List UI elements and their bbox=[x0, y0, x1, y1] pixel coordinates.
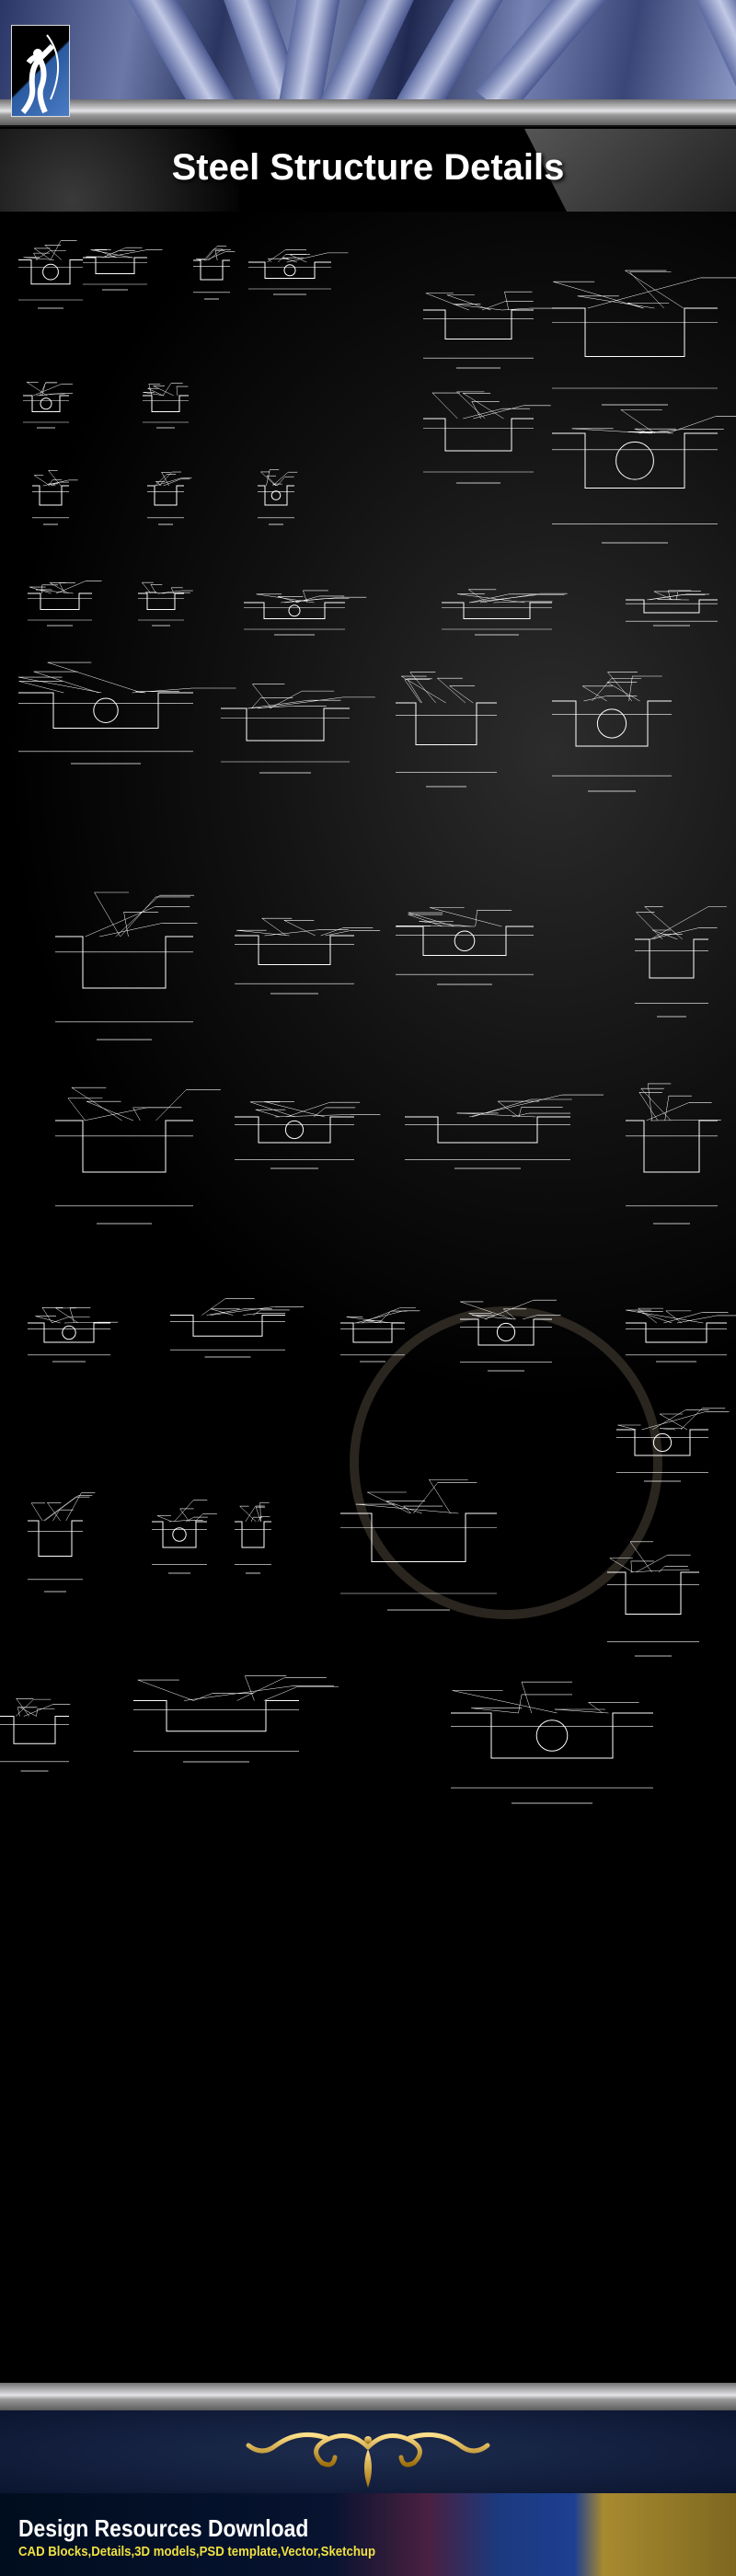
cad-detail-drawing bbox=[32, 470, 78, 525]
cad-detail-drawing bbox=[235, 1501, 271, 1574]
silver-band-bottom bbox=[0, 2383, 736, 2410]
cad-detail-drawing bbox=[396, 672, 497, 788]
cad-detail-drawing bbox=[28, 1492, 96, 1593]
cad-detail-drawing bbox=[143, 382, 189, 429]
cad-detail-drawing bbox=[423, 291, 558, 369]
cad-detail-drawing bbox=[616, 1408, 730, 1482]
footer-title: Design Resources Download bbox=[18, 2514, 309, 2542]
cad-detail-drawing bbox=[626, 590, 718, 627]
cad-detail-drawing bbox=[28, 581, 102, 627]
cad-detail-drawing bbox=[423, 391, 551, 484]
cad-detail-drawing bbox=[55, 891, 198, 1041]
gold-ornament-icon bbox=[246, 2432, 490, 2488]
cad-detail-drawing bbox=[626, 1307, 736, 1363]
cad-detail-drawing bbox=[552, 672, 672, 792]
cad-detail-drawing bbox=[405, 1094, 604, 1169]
cad-detail-drawing bbox=[152, 1500, 217, 1574]
cad-detail-drawing bbox=[340, 1478, 497, 1611]
header-steel-photo bbox=[0, 0, 736, 99]
damask-pattern bbox=[0, 129, 239, 212]
title-band bbox=[0, 129, 736, 212]
cad-detail-drawing bbox=[607, 1541, 699, 1657]
archer-icon bbox=[20, 34, 60, 114]
cad-detail-drawing bbox=[340, 1307, 420, 1363]
background-glow bbox=[0, 212, 736, 1408]
cad-detail-drawing bbox=[18, 240, 83, 309]
cad-detail-drawing bbox=[460, 1299, 561, 1372]
cad-detail-drawing bbox=[193, 246, 236, 300]
cad-detail-drawing bbox=[133, 1675, 339, 1763]
cad-detail-drawing bbox=[0, 1697, 71, 1772]
cad-detail-drawing bbox=[442, 589, 568, 636]
cad-detail-drawing bbox=[552, 409, 736, 544]
cad-detail-drawing bbox=[83, 247, 163, 291]
footer-banner bbox=[0, 2493, 736, 2576]
cad-detail-drawing bbox=[258, 469, 298, 525]
cad-detail-drawing bbox=[23, 382, 74, 429]
cad-detail-drawing bbox=[396, 907, 534, 985]
cad-detail-drawing bbox=[244, 590, 367, 636]
archer-logo bbox=[11, 25, 70, 117]
cad-drawings bbox=[0, 240, 736, 1804]
cad-detail-drawing bbox=[17, 661, 236, 765]
cad-detail-drawing bbox=[235, 917, 381, 995]
page-title: Steel Structure Details bbox=[171, 147, 565, 188]
cad-detail-drawing bbox=[451, 1681, 653, 1804]
cad-detail-drawing bbox=[221, 684, 375, 774]
cad-detail-drawing bbox=[147, 471, 192, 525]
cad-detail-drawing bbox=[138, 581, 193, 627]
cad-detail-drawing bbox=[235, 1101, 381, 1169]
cad-detail-drawing bbox=[55, 1087, 221, 1225]
cad-detail-drawing bbox=[28, 1306, 119, 1363]
cad-detail-drawing bbox=[626, 1083, 721, 1225]
silver-band-top bbox=[0, 99, 736, 127]
cad-detail-drawing bbox=[635, 906, 727, 1018]
cad-detail-drawing bbox=[170, 1297, 304, 1358]
footer-subtitle: CAD Blocks,Details,3D models,PSD templat… bbox=[18, 2544, 376, 2559]
cad-detail-drawing bbox=[248, 249, 349, 295]
cad-detail-drawing bbox=[552, 270, 736, 406]
